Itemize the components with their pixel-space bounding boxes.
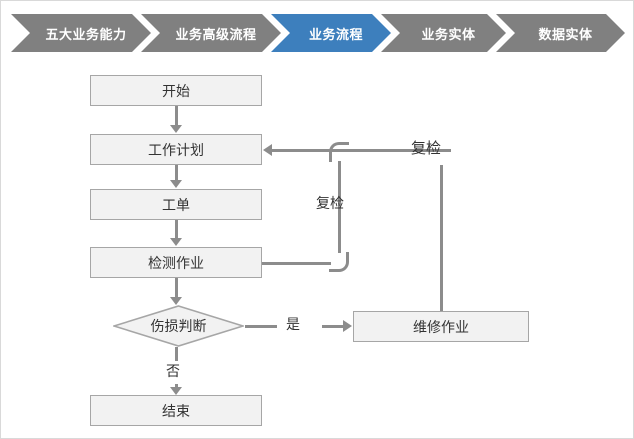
breadcrumb-item-5[interactable]: 数据实体 bbox=[496, 14, 625, 52]
breadcrumb-item-4[interactable]: 业务实体 bbox=[381, 14, 506, 52]
arrowhead-start-to-work-plan bbox=[170, 125, 182, 133]
diamond-shape bbox=[113, 305, 244, 347]
connector-inspection-loop-vertical bbox=[337, 161, 341, 253]
node-start-label: 开始 bbox=[162, 82, 190, 99]
breadcrumb-item-2[interactable]: 业务高级流程 bbox=[141, 14, 281, 52]
node-inspection[interactable]: 检测作业 bbox=[90, 247, 262, 278]
breadcrumb-item-3[interactable]: 业务流程 bbox=[271, 14, 391, 52]
node-decision-damage-label: 伤损判断 bbox=[150, 318, 207, 334]
arrowhead-work-order-to-inspection bbox=[170, 238, 182, 246]
breadcrumb-item-1[interactable]: 五大业务能力 bbox=[11, 14, 151, 52]
connector-loops-into-work-plan bbox=[272, 148, 347, 152]
connector-inspection-loop-corner-bottom bbox=[329, 251, 349, 272]
arrowhead-decision-to-end bbox=[170, 387, 182, 395]
edge-label-reinspect-outer: 复检 bbox=[411, 140, 442, 157]
connector-inspection-loop-out bbox=[262, 261, 331, 265]
node-work-order[interactable]: 工单 bbox=[90, 189, 262, 220]
edge-label-no: 否 bbox=[166, 363, 180, 379]
breadcrumb: 五大业务能力 业务高级流程 业务流程 业务实体 数据实体 bbox=[1, 14, 634, 52]
arrowhead-loops-into-work-plan bbox=[263, 144, 272, 156]
connector-inspection-to-decision bbox=[174, 278, 178, 298]
breadcrumb-item-5-label: 数据实体 bbox=[538, 26, 593, 42]
breadcrumb-item-3-label: 业务流程 bbox=[308, 26, 363, 42]
node-work-plan-label: 工作计划 bbox=[148, 141, 204, 158]
node-work-plan[interactable]: 工作计划 bbox=[90, 134, 262, 165]
node-repair-label: 维修作业 bbox=[413, 318, 469, 335]
node-repair[interactable]: 维修作业 bbox=[353, 311, 529, 342]
node-inspection-label: 检测作业 bbox=[148, 254, 204, 271]
connector-work-order-to-inspection bbox=[174, 220, 178, 239]
connector-repair-loop-horizontal bbox=[341, 148, 451, 152]
breadcrumb-item-1-label: 五大业务能力 bbox=[45, 26, 127, 42]
breadcrumb-item-2-label: 业务高级流程 bbox=[175, 26, 257, 42]
connector-decision-to-yes bbox=[245, 324, 277, 328]
connector-decision-to-end bbox=[174, 347, 178, 361]
connector-yes-to-repair bbox=[322, 324, 344, 328]
connector-start-to-work-plan bbox=[174, 106, 178, 126]
edge-label-reinspect-inner: 复检 bbox=[316, 195, 344, 211]
connector-repair-loop-vertical bbox=[439, 165, 443, 311]
node-work-order-label: 工单 bbox=[162, 196, 190, 213]
arrowhead-work-plan-to-work-order bbox=[170, 180, 182, 188]
breadcrumb-item-4-label: 业务实体 bbox=[421, 26, 476, 42]
connector-inspection-loop-corner-top bbox=[329, 141, 349, 162]
node-start[interactable]: 开始 bbox=[90, 75, 262, 106]
node-end-label: 结束 bbox=[162, 402, 190, 419]
node-end[interactable]: 结束 bbox=[90, 395, 262, 426]
connector-no-to-end bbox=[174, 384, 178, 389]
connector-work-plan-to-work-order bbox=[174, 165, 178, 181]
node-decision-damage[interactable]: 伤损判断 bbox=[113, 305, 244, 347]
arrowhead-yes-to-repair bbox=[343, 320, 352, 332]
edge-label-yes: 是 bbox=[286, 316, 300, 332]
arrowhead-inspection-to-decision bbox=[170, 297, 182, 305]
